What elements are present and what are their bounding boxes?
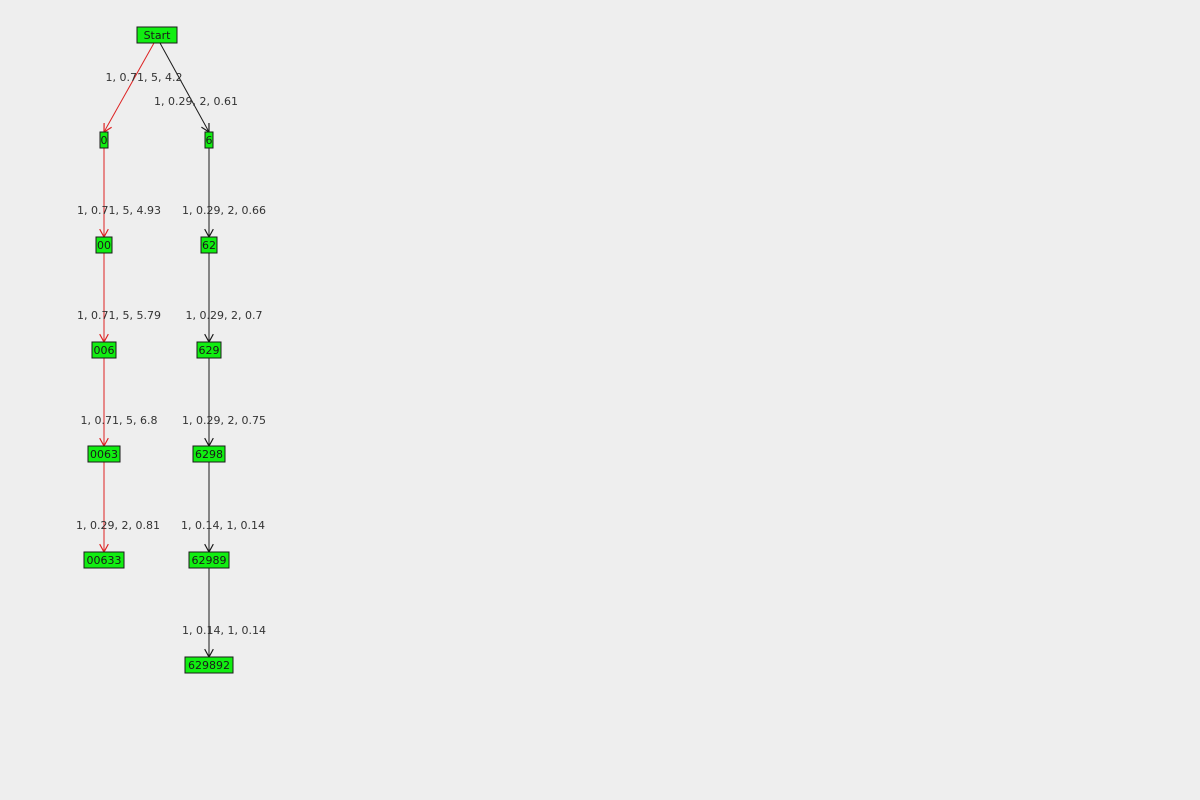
- node-label: 629: [199, 344, 220, 357]
- edge-label: 1, 0.29, 2, 0.81: [76, 519, 160, 532]
- edge-label: 1, 0.71, 5, 4.2: [106, 71, 183, 84]
- node-label: 6298: [195, 448, 223, 461]
- node-label: 00633: [87, 554, 122, 567]
- node-label: 0063: [90, 448, 118, 461]
- node-n006[interactable]: 006: [91, 341, 117, 359]
- node-label: 00: [97, 239, 111, 252]
- node-n00633[interactable]: 00633: [83, 551, 125, 569]
- edge-label: 1, 0.29, 2, 0.61: [154, 95, 238, 108]
- node-n62989[interactable]: 62989: [188, 551, 230, 569]
- edge-label: 1, 0.71, 5, 6.8: [81, 414, 158, 427]
- node-box[interactable]: [192, 445, 226, 463]
- node-box[interactable]: [200, 236, 218, 254]
- edge-label: 1, 0.29, 2, 0.66: [182, 204, 266, 217]
- node-box[interactable]: [136, 26, 178, 44]
- node-n62[interactable]: 62: [200, 236, 218, 254]
- edge-line: [159, 42, 210, 133]
- node-start[interactable]: Start: [136, 26, 178, 44]
- node-n0063[interactable]: 0063: [87, 445, 121, 463]
- node-n6[interactable]: 6: [204, 131, 214, 149]
- node-box[interactable]: [91, 341, 117, 359]
- node-box[interactable]: [204, 131, 214, 149]
- node-n629[interactable]: 629: [196, 341, 222, 359]
- edge-label: 1, 0.29, 2, 0.7: [186, 309, 263, 322]
- node-label: 62989: [192, 554, 227, 567]
- node-n629892[interactable]: 629892: [184, 656, 234, 674]
- node-box[interactable]: [87, 445, 121, 463]
- nodes-layer: Start 0 6 00 62 006 629 0063 6298 00633 62989 62989…: [83, 26, 234, 674]
- edge-labels-layer: 1, 0.71, 5, 4.2 1, 0.29, 2, 0.61 1, 0.71, …: [76, 71, 266, 637]
- edge-label: 1, 0.14, 1, 0.14: [181, 519, 265, 532]
- node-box[interactable]: [83, 551, 125, 569]
- node-box[interactable]: [188, 551, 230, 569]
- node-label: 006: [94, 344, 115, 357]
- edge-label: 1, 0.29, 2, 0.75: [182, 414, 266, 427]
- node-label: 6: [206, 134, 213, 147]
- node-box[interactable]: [99, 131, 109, 149]
- node-label: 629892: [188, 659, 230, 672]
- edge-label: 1, 0.71, 5, 4.93: [77, 204, 161, 217]
- edge-label: 1, 0.14, 1, 0.14: [182, 624, 266, 637]
- node-box[interactable]: [196, 341, 222, 359]
- node-n0[interactable]: 0: [99, 131, 109, 149]
- node-box[interactable]: [184, 656, 234, 674]
- node-box[interactable]: [95, 236, 113, 254]
- node-n6298[interactable]: 6298: [192, 445, 226, 463]
- node-label: Start: [144, 29, 172, 42]
- node-n00[interactable]: 00: [95, 236, 113, 254]
- node-label: 0: [101, 134, 108, 147]
- edge-line: [103, 42, 155, 133]
- node-label: 62: [202, 239, 216, 252]
- edge-label: 1, 0.71, 5, 5.79: [77, 309, 161, 322]
